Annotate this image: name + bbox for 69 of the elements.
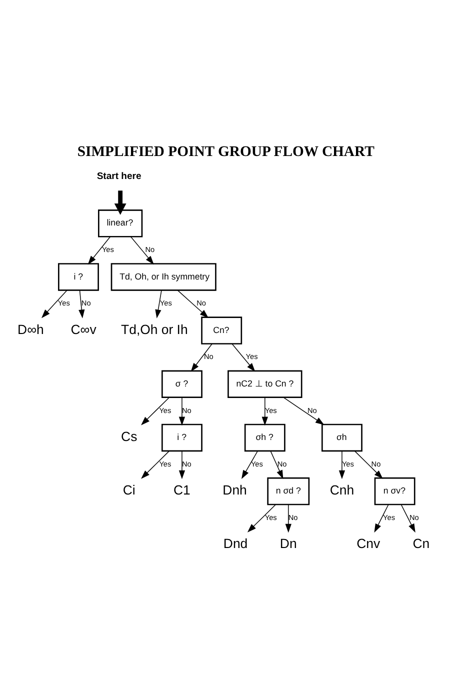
node-box: nC2 ⊥ to Cn ? — [228, 370, 302, 398]
node-box: n σv? — [374, 477, 416, 506]
node-text: Cnv — [356, 536, 380, 552]
arrow — [282, 396, 324, 426]
arrow — [141, 450, 170, 479]
edge-label: No — [409, 512, 419, 522]
node-box: σh ? — [244, 424, 286, 452]
node-box: σ ? — [162, 370, 202, 398]
node-box: Td, Oh, or Ih symmetry — [110, 263, 216, 291]
edge-label: Yes — [250, 459, 263, 468]
node-text: D∞h — [18, 322, 44, 337]
arrow — [88, 236, 111, 265]
node-box: σh — [321, 424, 362, 452]
arrow — [247, 504, 276, 532]
node-box: n σd ? — [267, 477, 310, 506]
edge-label: Yes — [159, 406, 172, 415]
arrow — [338, 450, 346, 480]
arrow — [262, 397, 268, 426]
arrow — [400, 504, 416, 533]
edge-label: No — [182, 459, 192, 468]
arrow — [155, 290, 162, 318]
arrow — [177, 290, 209, 318]
node-text: C∞v — [70, 322, 96, 337]
node-text: Dnd — [223, 536, 248, 552]
node-text: Ci — [122, 482, 136, 498]
edge-label: Yes — [383, 512, 396, 522]
diagram-title: SIMPLIFIED POINT GROUP FLOW CHART — [77, 144, 374, 160]
edge-label: Yes — [160, 298, 172, 308]
edge-label: Yes — [159, 459, 172, 468]
arrow — [354, 450, 383, 479]
edge-label: No — [371, 459, 381, 468]
arrow — [241, 450, 258, 479]
edge-label: No — [81, 298, 91, 308]
node-text: Dn — [280, 536, 297, 552]
edge-label: No — [277, 459, 287, 468]
arrow — [374, 504, 389, 533]
arrow — [270, 450, 284, 480]
arrow — [178, 450, 186, 480]
node-box: i ? — [58, 263, 99, 291]
arrow — [130, 236, 154, 265]
arrow — [285, 504, 292, 533]
edge-label: Yes — [264, 512, 277, 522]
arrow — [178, 397, 186, 426]
node-text: Td,Oh or Ih — [121, 322, 188, 337]
node-text: C1 — [174, 482, 190, 498]
node-text: Start here — [96, 170, 142, 182]
arrow — [41, 290, 68, 318]
node-box: i ? — [162, 424, 202, 452]
arrow — [114, 190, 126, 215]
edge-label: No — [307, 406, 317, 415]
edge-label: Yes — [264, 406, 277, 415]
arrow — [232, 344, 256, 372]
node-box: linear? — [98, 210, 143, 238]
edge-label: No — [196, 298, 206, 308]
edge-label: No — [145, 245, 155, 254]
edge-label: Yes — [102, 245, 114, 254]
node-text: Cnh — [330, 482, 354, 498]
arrow — [141, 397, 170, 426]
edge-label: Yes — [58, 298, 70, 308]
node-box: Cn? — [201, 316, 242, 344]
node-text: Cn — [412, 536, 430, 552]
node-text: Dnh — [222, 482, 247, 498]
edge-label: No — [182, 406, 192, 415]
edge-label: No — [288, 512, 298, 522]
edge-label: Yes — [246, 352, 258, 362]
edge-label: No — [204, 352, 214, 362]
arrow — [78, 290, 85, 318]
node-text: Cs — [121, 428, 138, 444]
arrow — [190, 344, 212, 372]
